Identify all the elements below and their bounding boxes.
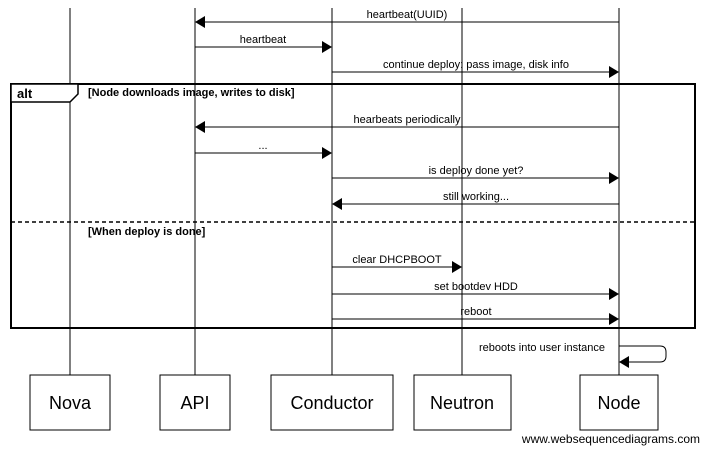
arrowhead-icon [332, 198, 342, 210]
message-clear-dhcpboot: clear DHCPBOOT [332, 254, 462, 273]
participant-label: API [180, 393, 209, 413]
participant-label: Nova [49, 393, 92, 413]
participant-label: Neutron [430, 393, 494, 413]
self-loop-line [619, 345, 667, 363]
participant-label: Node [597, 393, 640, 413]
message-reboots-into-user-instance: reboots into user instance [479, 342, 667, 368]
arrowhead-icon [195, 16, 205, 28]
message-label: still working... [443, 191, 509, 203]
message-label: is deploy done yet? [429, 165, 524, 177]
message-label: continue deploy: pass image, disk info [383, 59, 569, 71]
alt-frame-tag-box [10, 83, 79, 103]
participant-label: Conductor [290, 393, 373, 413]
arrowhead-icon [322, 147, 332, 159]
arrowhead-icon [452, 261, 462, 273]
message-label: reboot [460, 306, 491, 318]
message-heartbeat-uuid: heartbeat(UUID) [195, 9, 619, 28]
participant-api: API [159, 374, 231, 431]
messages: heartbeat(UUID) heartbeat continue deplo… [195, 9, 667, 368]
message-label: ... [258, 140, 267, 152]
arrowhead-icon [609, 172, 619, 184]
message-set-bootdev: set bootdev HDD [332, 281, 619, 300]
message-hearbeats-periodically: hearbeats periodically [195, 114, 619, 133]
participant-box [413, 374, 512, 431]
participants: Nova API Conductor Neutron Node [29, 374, 659, 431]
participant-node: Node [579, 374, 659, 431]
message-label: clear DHCPBOOT [352, 254, 442, 266]
alt-condition-first: [Node downloads image, writes to disk] [88, 87, 295, 99]
alt-frame-border [10, 83, 696, 329]
participant-box [270, 374, 394, 431]
watermark: www.websequencediagrams.com [521, 432, 700, 446]
arrowhead-icon [609, 313, 619, 325]
arrowhead-icon [619, 356, 629, 368]
arrowhead-icon [609, 66, 619, 78]
alt-frame-tag: alt [17, 86, 33, 101]
message-reboot: reboot [332, 306, 619, 325]
message-ellipsis: ... [195, 140, 332, 159]
arrowhead-icon [609, 288, 619, 300]
participant-nova: Nova [29, 374, 111, 431]
message-still-working: still working... [332, 191, 619, 210]
message-is-deploy-done: is deploy done yet? [332, 165, 619, 184]
arrowhead-icon [322, 41, 332, 53]
alt-condition-second: [When deploy is done] [88, 226, 206, 238]
participant-conductor: Conductor [270, 374, 394, 431]
arrowhead-icon [195, 121, 205, 133]
message-continue-deploy: continue deploy: pass image, disk info [332, 59, 619, 78]
alt-frame: alt [Node downloads image, writes to dis… [10, 83, 696, 329]
message-label: reboots into user instance [479, 342, 605, 354]
lifelines [69, 8, 620, 375]
participant-neutron: Neutron [413, 374, 512, 431]
message-label: heartbeat [240, 34, 286, 46]
message-heartbeat: heartbeat [195, 34, 332, 53]
participant-box [159, 374, 231, 431]
message-label: hearbeats periodically [353, 114, 461, 126]
message-label: heartbeat(UUID) [367, 9, 448, 21]
message-label: set bootdev HDD [434, 281, 518, 293]
participant-box [579, 374, 659, 431]
participant-box [29, 374, 111, 431]
